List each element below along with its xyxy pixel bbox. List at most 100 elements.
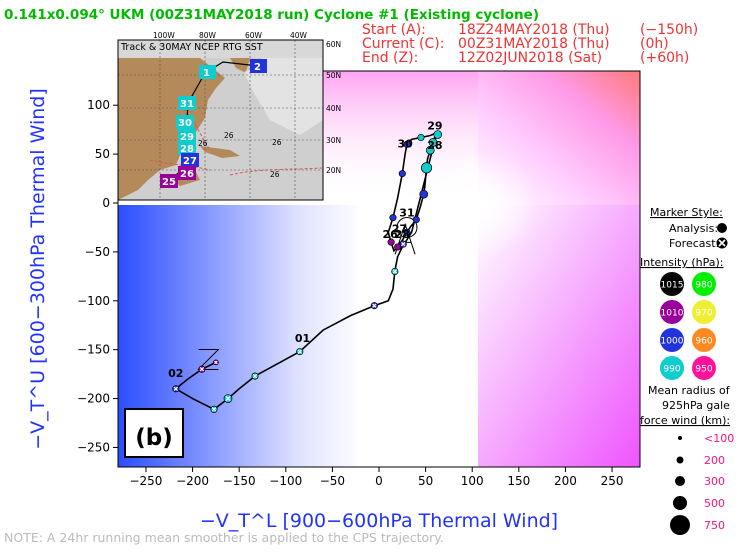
radius-swatch [675,476,685,486]
x-tick-label: −100 [269,474,302,488]
intensity-swatch [692,356,716,380]
analysis-point [433,130,443,139]
analysis-point [403,228,411,236]
forecast-cross [214,360,218,365]
inset-lon-60w: 60W [245,31,263,40]
forecast-label: Forecast: [669,237,719,250]
radius-value: 500 [704,497,725,510]
radius-title-line1: Mean radius of [648,384,731,397]
forecast-cross [225,395,231,402]
analysis-point [419,189,429,199]
analysis-label: Analysis: [669,222,718,235]
end-label: End (Z): [362,50,418,66]
forecast-cross [199,367,205,372]
forecast-marker-icon [716,237,728,249]
inset-lat-60n: 60N [326,40,341,49]
current-marker-c [396,216,418,238]
analysis-point [389,214,397,222]
point-label: 28 [395,228,410,241]
intensity-swatch [660,272,684,296]
intensity-value: 950 [695,365,712,375]
x-tick-label: 200 [554,474,577,488]
forecast-cross [297,349,302,354]
inset-lon-80w: 80W [199,31,217,40]
y-tick-label: −150 [77,343,110,357]
legend: Marker Style: Analysis: Forecast: Intens… [640,206,734,535]
analysis-point [398,170,406,178]
intensity-swatch [660,300,684,324]
inset-sst-label: 26 [270,170,280,179]
inset-map: Track & 30MAY NCEP RTG SST 100W 80W 60W … [117,31,341,201]
panel-label-box: (b) [124,408,184,458]
radius-title-line3: force wind (km): [640,414,730,427]
analysis-point [425,145,435,155]
analysis-point [394,243,402,251]
analysis-point [417,133,425,142]
forecast-cross [372,303,377,308]
point-label: 27 [392,222,407,235]
point-label: 01 [295,332,310,345]
radius-swatch [673,496,687,510]
radius-value: 750 [704,519,725,532]
x-tick-label: −150 [223,474,256,488]
intensity-value: 1015 [661,281,684,291]
point-label: 26 [383,228,399,241]
start-offset: (−150h) [640,22,698,38]
inset-track-label: 2 [254,62,261,73]
x-tick-label: 0 [375,474,383,488]
inset-title: Track & 30MAY NCEP RTG SST [120,42,263,53]
forecast-cross [401,241,406,247]
inset-sst-label: 26 [198,139,208,148]
intensity-value: 960 [695,337,712,347]
inset-lat-40n: 40N [326,104,341,113]
x-tick-label: −250 [129,474,162,488]
inset-lat-30n: 30N [326,136,341,145]
y-tick-label: −200 [77,392,110,406]
end-marker-z [197,348,220,370]
radius-swatch [676,456,684,464]
current-label: Current (C): [362,36,444,52]
analysis-point [387,238,395,246]
x-axis-title: −V_T^L [900−600hPa Thermal Wind] [200,510,558,532]
analysis-marker-icon [717,223,727,233]
intensity-title: Intensity (hPa): [640,256,724,269]
point-label: 31 [399,207,414,220]
x-tick-label: −200 [176,474,209,488]
inset-track-label: 26 [180,169,194,180]
marker-style-title: Marker Style: [650,206,723,219]
y-tick-label: −50 [85,245,110,259]
intensity-swatch [692,328,716,352]
intensity-value: 1010 [661,309,684,319]
x-tick-label: 100 [461,474,484,488]
x-tick-label: 50 [418,474,433,488]
inset-lat-20n: 20N [326,166,341,175]
inset-sst-label: 26 [272,138,282,147]
inset-lon-40w: 40W [290,31,308,40]
inset-sst-label: 26 [224,131,234,140]
inset-track-label: 31 [180,99,194,110]
point-label: 02 [168,367,183,380]
start-label: Start (A): [362,22,426,38]
radius-value: <100 [704,432,734,445]
current-offset: (0h) [640,36,669,52]
inset-lat-50n: 50N [326,71,341,80]
track-markers [172,130,443,413]
inset-track-label: 29 [180,132,194,143]
forecast-cross [173,386,178,391]
radius-title-line2: 925hPa gale [662,399,730,412]
panel-label: (b) [135,425,173,451]
analysis-point [412,216,420,224]
radius-swatch [670,515,690,535]
inset-track-label: 25 [162,177,176,188]
y-tick-label: 0 [102,196,110,210]
y-axis-title: −V_T^U [600−300hPa Thermal Wind] [27,88,49,450]
y-tick-label: −250 [77,440,110,454]
end-offset: (+60h) [640,50,689,66]
inset-track-label: 30 [178,118,192,129]
y-tick-label: −100 [77,294,110,308]
intensity-value: 990 [663,365,680,375]
